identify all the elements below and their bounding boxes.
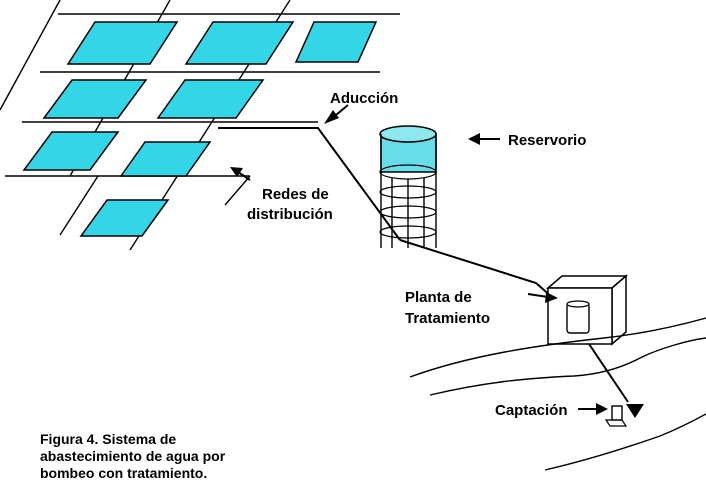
caption-line1: Figura 4. Sistema de bbox=[40, 431, 176, 447]
caption-line2: abastecimiento de agua por bbox=[40, 448, 226, 464]
river-icon bbox=[409, 317, 706, 471]
label-redes-line2: distribución bbox=[247, 206, 333, 223]
city-block-icon bbox=[79, 199, 170, 237]
reservoir-tank-icon bbox=[379, 125, 437, 248]
city-block-icon bbox=[184, 21, 295, 65]
intake-pump-icon bbox=[604, 404, 644, 427]
redes-arrow bbox=[230, 167, 251, 181]
arrows bbox=[230, 104, 608, 415]
label-reservorio: Reservorio bbox=[508, 132, 586, 149]
label-redes-line1: Redes de bbox=[262, 186, 329, 203]
label-aduccion: Aducción bbox=[330, 90, 398, 107]
caption-line3: bombeo con tratamiento. bbox=[40, 465, 207, 481]
captacion-arrow bbox=[578, 403, 608, 415]
treatment-plant-icon bbox=[545, 274, 629, 346]
figure-caption: Figura 4. Sistema de abastecimiento de a… bbox=[40, 431, 226, 481]
city-block-icon bbox=[66, 21, 179, 65]
city-block-icon bbox=[294, 21, 378, 63]
city-block-icon bbox=[119, 141, 212, 177]
city-block-icon bbox=[156, 79, 265, 119]
city-block-icon bbox=[42, 79, 148, 119]
planta-arrow bbox=[527, 292, 558, 303]
label-planta-line1: Planta de bbox=[405, 289, 472, 306]
label-planta-line2: Tratamiento bbox=[405, 310, 490, 327]
reservorio-arrow bbox=[468, 133, 500, 145]
city-blocks bbox=[22, 21, 378, 237]
city-block-icon bbox=[22, 131, 120, 171]
aduccion-arrow bbox=[324, 104, 349, 124]
label-captacion: Captación bbox=[495, 402, 568, 419]
